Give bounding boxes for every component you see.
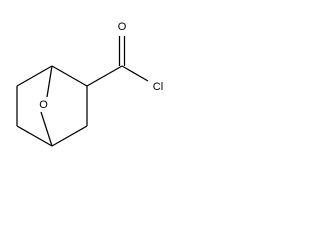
- chemical-structure-diagram: O O Cl: [16, 21, 163, 147]
- bond-o-bridge-c4: [40, 111, 53, 147]
- cyclohexane-ring: [16, 65, 88, 147]
- bond-c4-c5: [16, 125, 53, 147]
- carbonyl-oxygen-label: O: [118, 21, 127, 33]
- bond-c6-c1: [16, 65, 53, 87]
- bond-carbonyl-cl: [121, 65, 149, 82]
- bridge-oxygen-label: O: [39, 99, 48, 111]
- carbonyl-chloride-group: O Cl: [86, 21, 163, 93]
- bond-c3-c4: [51, 125, 88, 147]
- bond-c1-c2: [51, 65, 88, 87]
- oxygen-bridge: O: [39, 65, 53, 147]
- bond-c1-o-bridge: [46, 65, 53, 98]
- chlorine-label: Cl: [153, 81, 163, 93]
- bond-c2-carbonyl: [86, 65, 123, 87]
